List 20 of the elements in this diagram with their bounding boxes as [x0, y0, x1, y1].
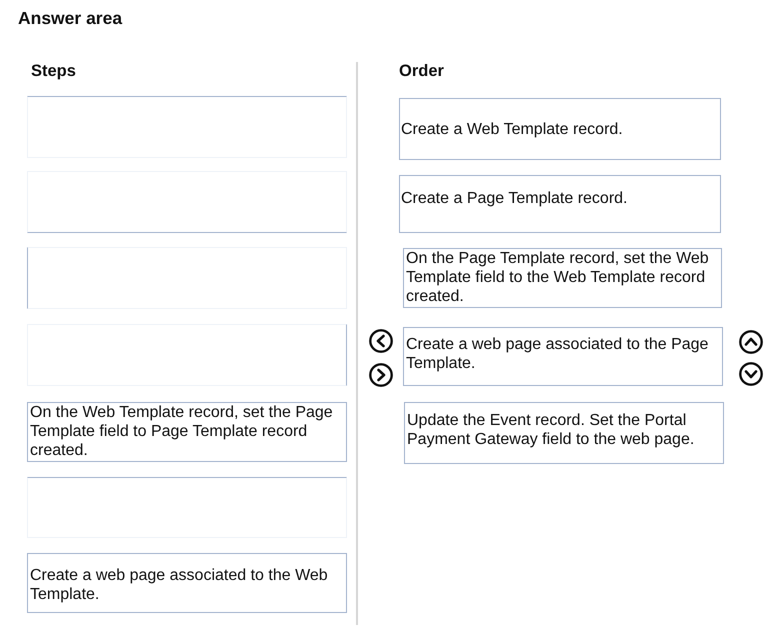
empty-slot [27, 96, 347, 158]
step-text: Create a Web Template record. [401, 120, 623, 140]
empty-slot [27, 324, 347, 386]
step-card [404, 402, 724, 464]
step-card [399, 98, 721, 160]
step-text: Create a Page Template record. [401, 189, 628, 208]
step-card [399, 175, 721, 233]
step-card [27, 553, 347, 613]
step-text: Create a web page associated to the Page Template. [406, 335, 710, 374]
step-text: On the Web Template record, set the Page Template field to Page Template record created. [30, 403, 334, 461]
step-text: On the Page Template record, set the Web Template field to the Web Template record created. [406, 249, 710, 307]
empty-slot [27, 247, 347, 309]
step-text: Update the Event record. Set the Portal Payment Gateway field to the web page. [407, 411, 696, 450]
step-card [403, 327, 723, 386]
empty-slot [27, 171, 347, 233]
column-heading: Steps [31, 62, 76, 81]
step-text: Create a web page associated to the Web Template. [30, 566, 329, 604]
page-heading: Answer area [18, 8, 122, 29]
column-heading: Order [399, 62, 444, 81]
empty-slot [27, 477, 347, 538]
